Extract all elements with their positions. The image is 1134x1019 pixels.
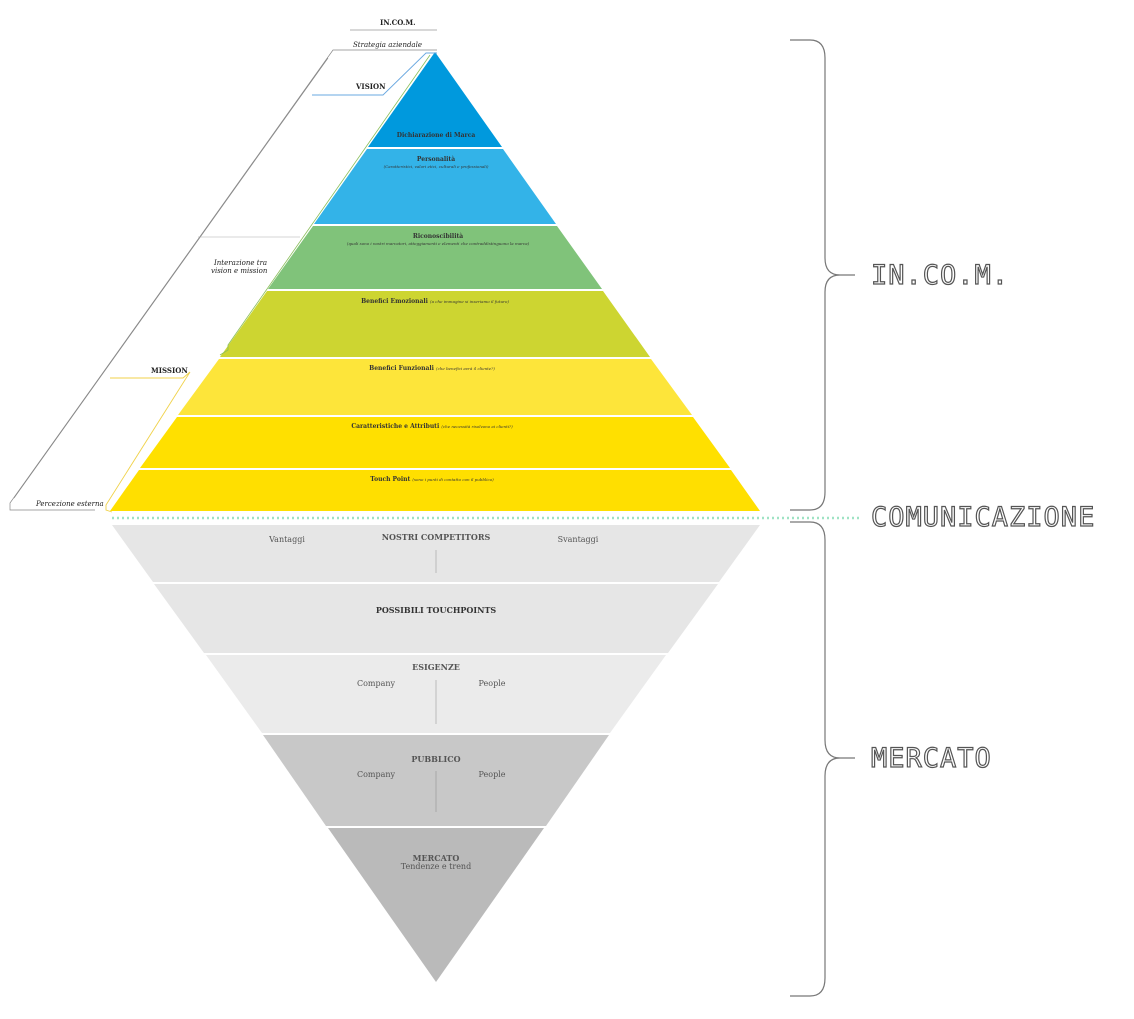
layer-title-text: Benefici Emozionali bbox=[361, 298, 428, 305]
esigenze-people: People bbox=[478, 679, 506, 688]
top-layer-benefici-funzionali bbox=[178, 359, 692, 415]
top-layer-dichiarazione bbox=[368, 52, 502, 147]
layer-title-benefici-funzionali: Benefici Funzionali (che benefici avrà i… bbox=[369, 366, 495, 372]
annotation-strategia: Strategia aziendale bbox=[353, 41, 422, 49]
layer-title-touch-point: Touch Point (sono i punti di contatto co… bbox=[370, 477, 493, 483]
mercato-subtitle: Tendenze e trend bbox=[400, 862, 472, 871]
layer-title-riconoscibilita: Riconoscibilità bbox=[412, 233, 464, 240]
annotation-percezione: Percezione esterna bbox=[36, 500, 104, 508]
esigenze-company: Company bbox=[356, 679, 396, 688]
annotation-vision: VISION bbox=[356, 82, 386, 91]
layer-note-touch-point: (sono i punti di contatto con il pubblic… bbox=[412, 477, 494, 482]
annotation-mission: MISSION bbox=[151, 366, 188, 375]
layer-title-caratteristiche: Caratteristiche e Attributi (che necessi… bbox=[351, 424, 512, 430]
annotation-interazione-1: Interazione tra bbox=[214, 259, 268, 267]
layer-note-personalita: (Caratteristici, valori etici, culturali… bbox=[383, 164, 489, 169]
layer-title-text: Benefici Funzionali bbox=[369, 365, 434, 372]
layer-note-benefici-funzionali: (che benefici avrà il cliente?) bbox=[436, 366, 495, 371]
pubblico-title: PUBBLICO bbox=[411, 754, 461, 764]
top-layer-benefici-emozionali bbox=[220, 291, 650, 357]
incom-brace bbox=[790, 39, 855, 511]
layer-title-text: Touch Point bbox=[370, 476, 411, 483]
right-label-comunicazione: COMUNICAZIONE bbox=[870, 502, 1096, 533]
mission-line bbox=[105, 371, 191, 513]
layer-title-personalita: Personalità bbox=[416, 156, 456, 163]
layer-note-caratteristiche: (che necessità risolvono ai clienti?) bbox=[441, 424, 513, 429]
layer-title-dichiarazione: Dichiarazione di Marca bbox=[396, 132, 476, 139]
annotation-interazione-2: vision e mission bbox=[211, 267, 268, 275]
mercato-title: MERCATO bbox=[412, 853, 460, 863]
esigenze-title: ESIGENZE bbox=[412, 662, 460, 672]
layer-note-riconoscibilita: (quali sono i nostri marcatori, atteggia… bbox=[346, 241, 530, 246]
competitors-vantaggi: Vantaggi bbox=[269, 535, 305, 544]
bottom-layer-mercato bbox=[328, 828, 544, 982]
top-layer-caratteristiche bbox=[140, 417, 730, 468]
layer-title-text: Caratteristiche e Attributi bbox=[351, 423, 440, 430]
bottom-layer-touchpoints bbox=[154, 584, 718, 653]
right-label-mercato: MERCATO bbox=[870, 743, 992, 774]
competitors-svantaggi: Svantaggi bbox=[557, 535, 599, 544]
top-layer-touch-point bbox=[110, 470, 760, 511]
competitors-title: NOSTRI COMPETITORS bbox=[381, 532, 491, 542]
strategia-bracket bbox=[9, 49, 437, 511]
pubblico-people: People bbox=[478, 770, 506, 779]
layer-note-benefici-emozionali: (a che immagine si inseriamo il futuro) bbox=[430, 299, 509, 304]
vision-line bbox=[312, 52, 437, 96]
right-label-incom: IN.CO.M. bbox=[870, 260, 1010, 291]
pubblico-company: Company bbox=[356, 770, 396, 779]
top-layer-riconoscibilita bbox=[268, 226, 602, 289]
annotation-incom: IN.CO.M. bbox=[380, 18, 416, 27]
touchpoints-title: POSSIBILI TOUCHPOINTS bbox=[375, 605, 497, 615]
interaction-line bbox=[219, 54, 431, 356]
layer-title-benefici-emozionali: Benefici Emozionali (a che immagine si i… bbox=[361, 299, 509, 305]
top-layer-personalita bbox=[314, 149, 556, 224]
strategia-arrow bbox=[13, 57, 329, 499]
mercato-brace bbox=[790, 521, 855, 997]
